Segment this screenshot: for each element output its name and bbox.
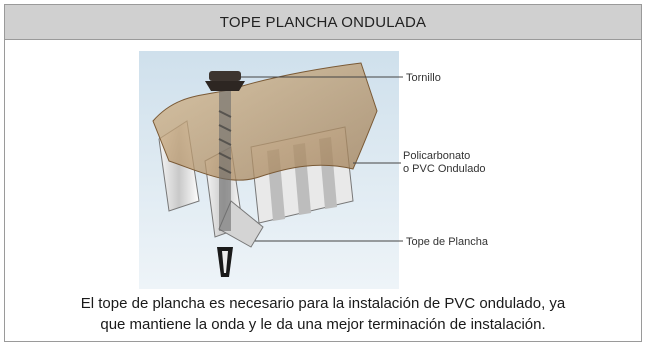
caption-line-2: que mantiene la onda y le da una mejor t… [100,316,546,333]
label-sheet-line2: o PVC Ondulado [403,163,486,175]
installation-diagram: Tornillo Policarbonato o PVC Ondulado To… [139,51,489,289]
card-header: TOPE PLANCHA ONDULADA [5,5,641,40]
label-stop: Tope de Plancha [406,236,489,248]
card-title: TOPE PLANCHA ONDULADA [219,13,427,31]
product-card: TOPE PLANCHA ONDULADA [4,4,642,342]
caption: El tope de plancha es necesario para la … [5,293,641,335]
label-screw: Tornillo [406,72,441,84]
label-sheet-line1: Policarbonato [403,150,470,162]
screw-shape [205,71,245,277]
caption-line-1: El tope de plancha es necesario para la … [80,295,566,312]
